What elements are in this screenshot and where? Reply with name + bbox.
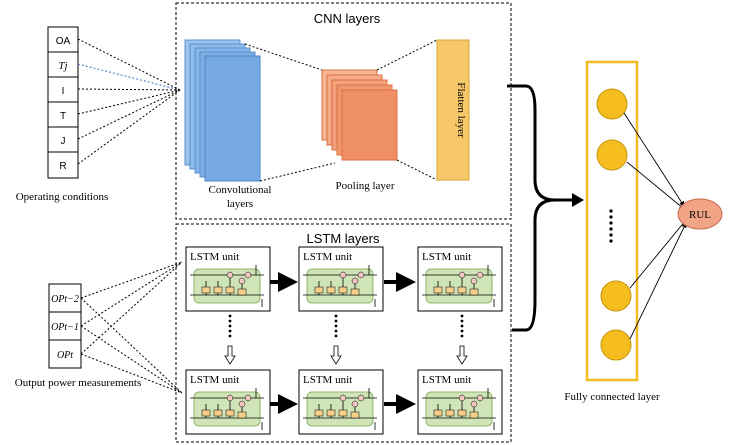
output-power-table: OPt−2 OPt−1 OPt bbox=[48, 283, 82, 369]
lstm-unit-1-2: LSTM unit bbox=[298, 246, 384, 312]
cnn-layers-box: CNN layers Convolutional layers Pooling … bbox=[175, 2, 512, 220]
output-power-connectors bbox=[80, 261, 183, 394]
lstm-vertical-link-1 bbox=[224, 314, 236, 365]
lstm-unit-1-3: LSTM unit bbox=[417, 246, 503, 312]
operating-conditions-caption: Operating conditions bbox=[16, 191, 109, 203]
input-op-t: OPt bbox=[57, 350, 73, 361]
input-i: I bbox=[62, 86, 65, 97]
conv-label-line2: layers bbox=[227, 198, 253, 210]
lstm-vertical-link-2 bbox=[330, 314, 342, 365]
lstm-unit-label: LSTM unit bbox=[422, 251, 471, 263]
input-r: R bbox=[59, 161, 66, 172]
flatten-layer-bar bbox=[436, 39, 470, 181]
cnn-title: CNN layers bbox=[314, 11, 381, 26]
lstm-title: LSTM layers bbox=[307, 231, 380, 246]
lstm-unit-label: LSTM unit bbox=[422, 374, 471, 386]
lstm-unit-2-2: LSTM unit bbox=[298, 369, 384, 435]
lstm-unit-label: LSTM unit bbox=[303, 374, 352, 386]
lstm-unit-label: LSTM unit bbox=[303, 251, 352, 263]
lstm-vertical-link-3 bbox=[456, 314, 468, 365]
lstm-unit-label: LSTM unit bbox=[190, 374, 239, 386]
convolutional-layers-stack bbox=[184, 39, 261, 182]
input-op-t-1: OPt−1 bbox=[51, 322, 79, 333]
operating-conditions-table: OA Tj I T J R bbox=[47, 26, 79, 179]
merge-arrows bbox=[507, 84, 584, 332]
input-tj: Tj bbox=[58, 60, 67, 72]
fc-caption: Fully connected layer bbox=[564, 391, 660, 403]
lstm-unit-label: LSTM unit bbox=[190, 251, 239, 263]
fully-connected-layer bbox=[585, 60, 639, 382]
input-t: T bbox=[60, 111, 66, 122]
neuron-2 bbox=[596, 139, 628, 171]
conv-to-pool-projection bbox=[244, 43, 336, 182]
lstm-unit-1-1: LSTM unit bbox=[185, 246, 271, 312]
input-op-t-2: OPt−2 bbox=[51, 294, 79, 305]
lstm-horizontal-arrows bbox=[270, 272, 416, 414]
lstm-unit-2-3: LSTM unit bbox=[417, 369, 503, 435]
fc-frame bbox=[585, 60, 639, 382]
conv-label-line1: Convolutional bbox=[209, 184, 272, 196]
lstm-vertical-links bbox=[224, 314, 468, 365]
neuron-ellipsis-dots bbox=[609, 209, 613, 243]
lstm-unit-2-1: LSTM unit bbox=[185, 369, 271, 435]
input-j: J bbox=[61, 136, 66, 147]
pool-to-flatten-projection bbox=[376, 39, 438, 181]
pooling-layer-stack bbox=[321, 69, 398, 161]
rul-output-node bbox=[677, 198, 723, 230]
flatten-label: Flatten layer bbox=[455, 82, 467, 138]
neuron-3 bbox=[600, 280, 632, 312]
pooling-label: Pooling layer bbox=[336, 180, 395, 192]
neuron-1 bbox=[596, 88, 628, 120]
output-power-caption: Output power measurements bbox=[15, 377, 141, 389]
lstm-layers-box: LSTM layers bbox=[175, 223, 512, 443]
neuron-4 bbox=[600, 329, 632, 361]
operating-input-connectors bbox=[77, 38, 181, 165]
input-oa: OA bbox=[56, 36, 71, 47]
neuron-to-rul-links bbox=[623, 112, 687, 340]
rul-label: RUL bbox=[689, 209, 711, 221]
